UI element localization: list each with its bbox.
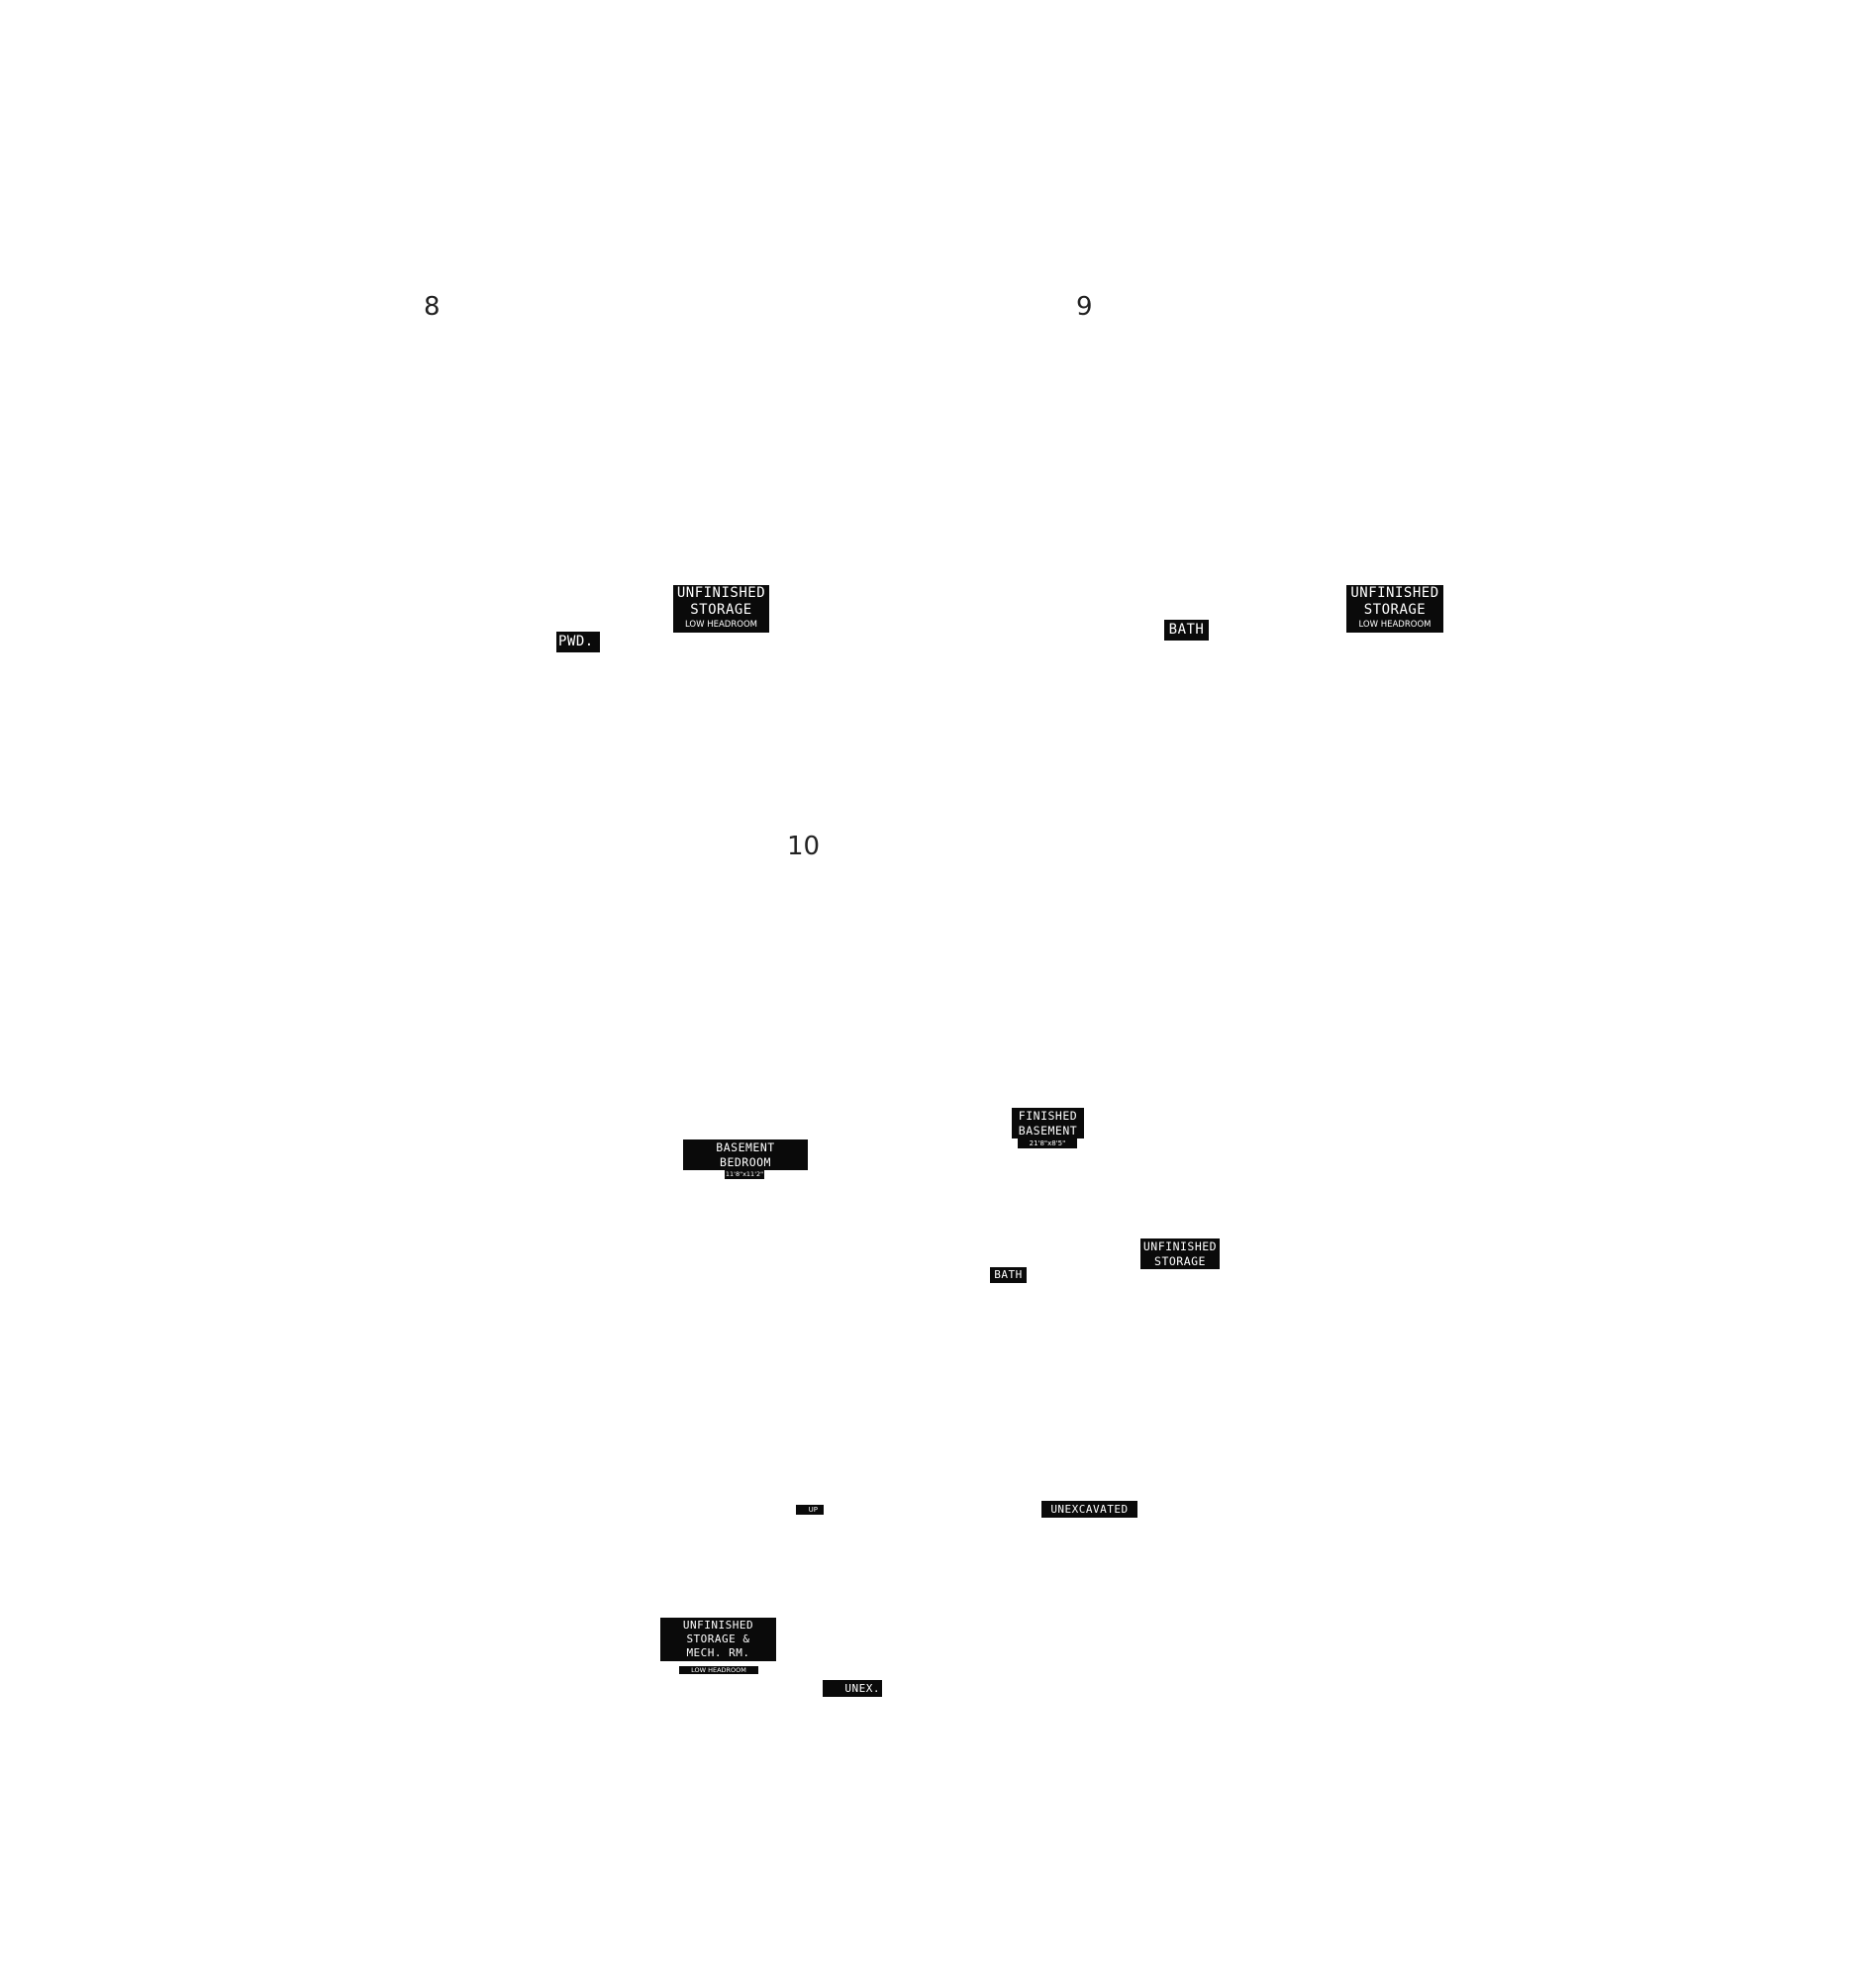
room-dimensions-finished-basement: 21'8"x8'5" <box>1018 1138 1077 1148</box>
room-note-low-headroom: LOW HEADROOM <box>679 1666 758 1674</box>
room-label-line: UNFINISHED <box>682 1619 754 1632</box>
room-note-low-headroom: LOW HEADROOM <box>1346 618 1443 633</box>
room-label-line: BASEMENT <box>716 1140 775 1154</box>
plan-number-10: 10 <box>787 832 821 861</box>
room-label-line: UNFINISHED <box>1142 1239 1218 1253</box>
stair-label-up: UP <box>796 1505 824 1515</box>
room-label-finished-basement: FINISHED BASEMENT <box>1012 1108 1084 1138</box>
room-label-basement-bedroom: BASEMENT BEDROOM <box>683 1139 808 1170</box>
room-label-unfinished-storage: UNFINISHED STORAGE <box>673 585 769 618</box>
room-label-line: FINISHED <box>1018 1109 1078 1123</box>
room-label-line: BASEMENT <box>1018 1123 1078 1138</box>
room-label-bath: BATH <box>1164 620 1209 641</box>
room-note-low-headroom: LOW HEADROOM <box>673 618 769 633</box>
room-dimensions-bedroom: 11'8"x11'2" <box>725 1170 764 1179</box>
room-label-line: STORAGE <box>1363 601 1427 618</box>
room-label-line: MECH. RM. <box>686 1646 750 1659</box>
room-label-unex: UNEX. <box>823 1680 882 1697</box>
room-label-storage-mech-room: UNFINISHED STORAGE & MECH. RM. <box>660 1618 776 1661</box>
plan-number-8: 8 <box>424 292 441 322</box>
room-label-line: STORAGE <box>690 601 752 618</box>
room-label-unfinished-storage: UNFINISHED STORAGE <box>1140 1238 1220 1269</box>
room-label-line: BEDROOM <box>720 1154 771 1169</box>
room-label-line: UNFINISHED <box>676 585 766 601</box>
room-label-unexcavated: UNEXCAVATED <box>1041 1501 1137 1518</box>
room-label-line: STORAGE <box>1154 1253 1206 1268</box>
room-label-line: UNFINISHED <box>1350 585 1439 601</box>
room-label-line: STORAGE & <box>686 1633 750 1645</box>
room-label-bath: BATH <box>990 1267 1027 1283</box>
room-label-powder: PWD. <box>556 632 600 652</box>
room-label-unfinished-storage: UNFINISHED STORAGE <box>1346 585 1443 618</box>
plan-number-9: 9 <box>1076 292 1093 322</box>
